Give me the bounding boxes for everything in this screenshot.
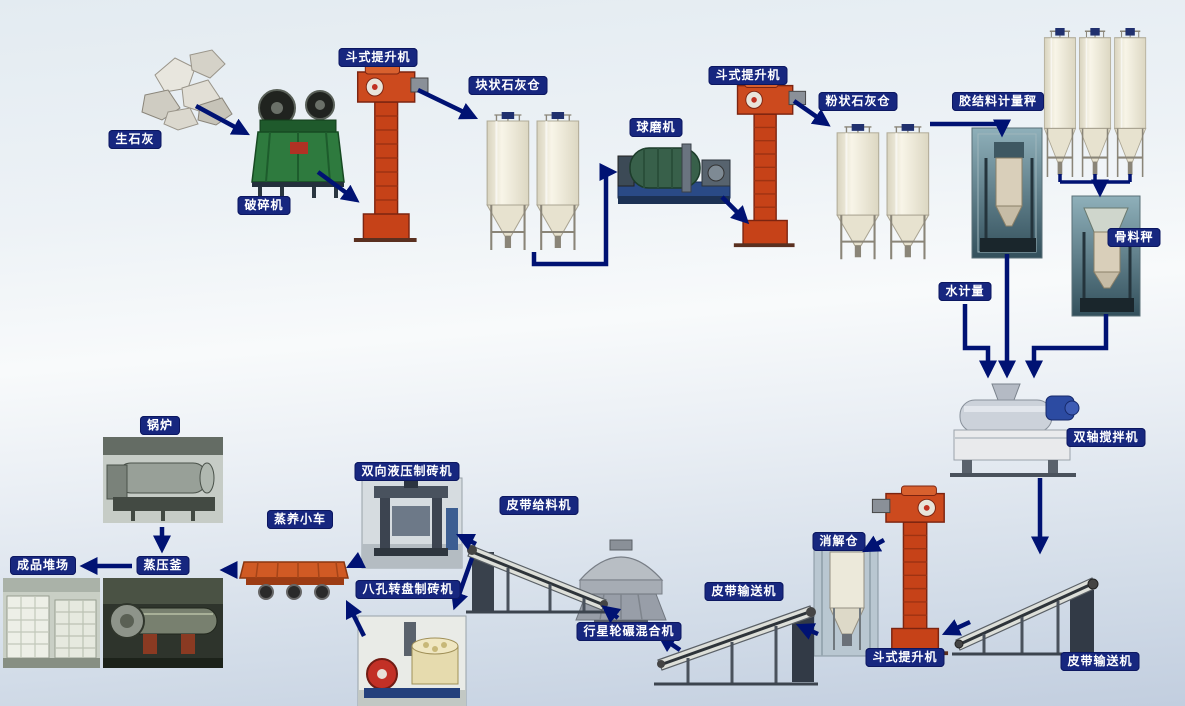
arrow-hydraulic-machine-to-trolley xyxy=(345,551,367,569)
label-quicklime: 生石灰 xyxy=(108,130,162,149)
belt-conveyor-2-image xyxy=(654,605,818,686)
label-binder-metering-scale: 胶结料计量秤 xyxy=(951,92,1045,111)
label-bucket-elevator-1: 斗式提升机 xyxy=(338,48,418,67)
bucket-elevator-1-image xyxy=(353,63,429,243)
arrow-digestion-silo-to-conveyor2 xyxy=(795,623,819,640)
label-planetary-wheel-mixer: 行星轮碾混合机 xyxy=(576,622,682,641)
arrow-quicklime-to-crusher xyxy=(194,104,250,136)
label-bucket-elevator-2: 斗式提升机 xyxy=(708,66,788,85)
belt-feeder-image xyxy=(466,545,612,614)
quicklime-rocks-image xyxy=(141,49,233,131)
arrow-planetary-mixer-to-belt-feeder xyxy=(601,605,622,624)
arrow-feeder-to-hydraulic-machine xyxy=(455,533,478,551)
label-powder-lime-silo: 粉状石灰仓 xyxy=(818,92,898,111)
label-belt-conveyor-1: 皮带输送机 xyxy=(1060,652,1140,671)
aggregate-scale-image xyxy=(1071,195,1141,317)
label-digestion-silo: 消解仓 xyxy=(812,532,866,551)
label-ball-mill: 球磨机 xyxy=(629,118,683,137)
label-rotary-brick-machine: 八孔转盘制砖机 xyxy=(355,580,461,599)
belt-conveyor-1-image xyxy=(952,577,1104,656)
boiler-image xyxy=(103,437,223,523)
rotary-brick-machine-image xyxy=(357,615,467,706)
label-crusher: 破碎机 xyxy=(237,196,291,215)
label-finished-product-yard: 成品堆场 xyxy=(9,556,77,575)
planetary-wheel-mixer-image xyxy=(575,539,667,628)
label-bucket-elevator-3: 斗式提升机 xyxy=(865,648,945,667)
powder-lime-silos-image xyxy=(836,122,930,261)
arrow-powder-silo-to-binder-scale xyxy=(930,119,1011,138)
label-boiler: 锅炉 xyxy=(139,416,181,435)
ball-mill-image xyxy=(617,143,731,204)
finished-product-yard-image xyxy=(3,578,100,668)
arrow-elevator3-to-digestion-silo xyxy=(862,535,886,553)
crusher-image xyxy=(251,89,345,198)
arrow-conveyor1-to-elevator3 xyxy=(941,619,971,636)
arrow-crusher-to-elevator1 xyxy=(316,170,360,203)
arrow-elevator1-to-lump-silo xyxy=(417,87,479,120)
binder-metering-scale-image xyxy=(971,127,1043,259)
hydraulic-brick-machine-image xyxy=(361,477,463,569)
label-belt-feeder: 皮带给料机 xyxy=(499,496,579,515)
bucket-elevator-3-image xyxy=(871,485,949,656)
arrow-aggregate-scale-to-mixer xyxy=(1025,314,1109,379)
arrow-rotary-machine-to-trolley xyxy=(345,599,367,638)
flow-arrows xyxy=(79,87,1132,653)
autoclave-image xyxy=(103,578,223,668)
arrow-elevator2-to-powder-silo xyxy=(792,99,831,127)
label-twin-shaft-mixer: 双轴搅拌机 xyxy=(1066,428,1146,447)
arrow-lump-silo-to-ball-mill xyxy=(531,163,618,267)
line-aggregate-silos-collector xyxy=(1058,174,1132,184)
aggregate-silos-image xyxy=(1043,26,1147,179)
digestion-silo-image xyxy=(813,545,879,657)
label-lump-lime-silo: 块状石灰仓 xyxy=(468,76,548,95)
label-autoclave: 蒸压釜 xyxy=(136,556,190,575)
label-water-metering: 水计量 xyxy=(938,282,992,301)
arrow-ball-mill-to-elevator2 xyxy=(720,195,750,225)
label-aggregate-scale: 骨料秤 xyxy=(1107,228,1161,247)
label-belt-conveyor-2: 皮带输送机 xyxy=(704,582,784,601)
label-steam-curing-trolley: 蒸养小车 xyxy=(266,510,334,529)
label-hydraulic-brick-machine: 双向液压制砖机 xyxy=(354,462,460,481)
twin-shaft-mixer-image xyxy=(950,383,1080,477)
lump-lime-silos-image xyxy=(486,110,580,252)
steam-curing-trolley-image xyxy=(239,561,349,600)
arrow-water-to-mixer xyxy=(962,304,997,379)
